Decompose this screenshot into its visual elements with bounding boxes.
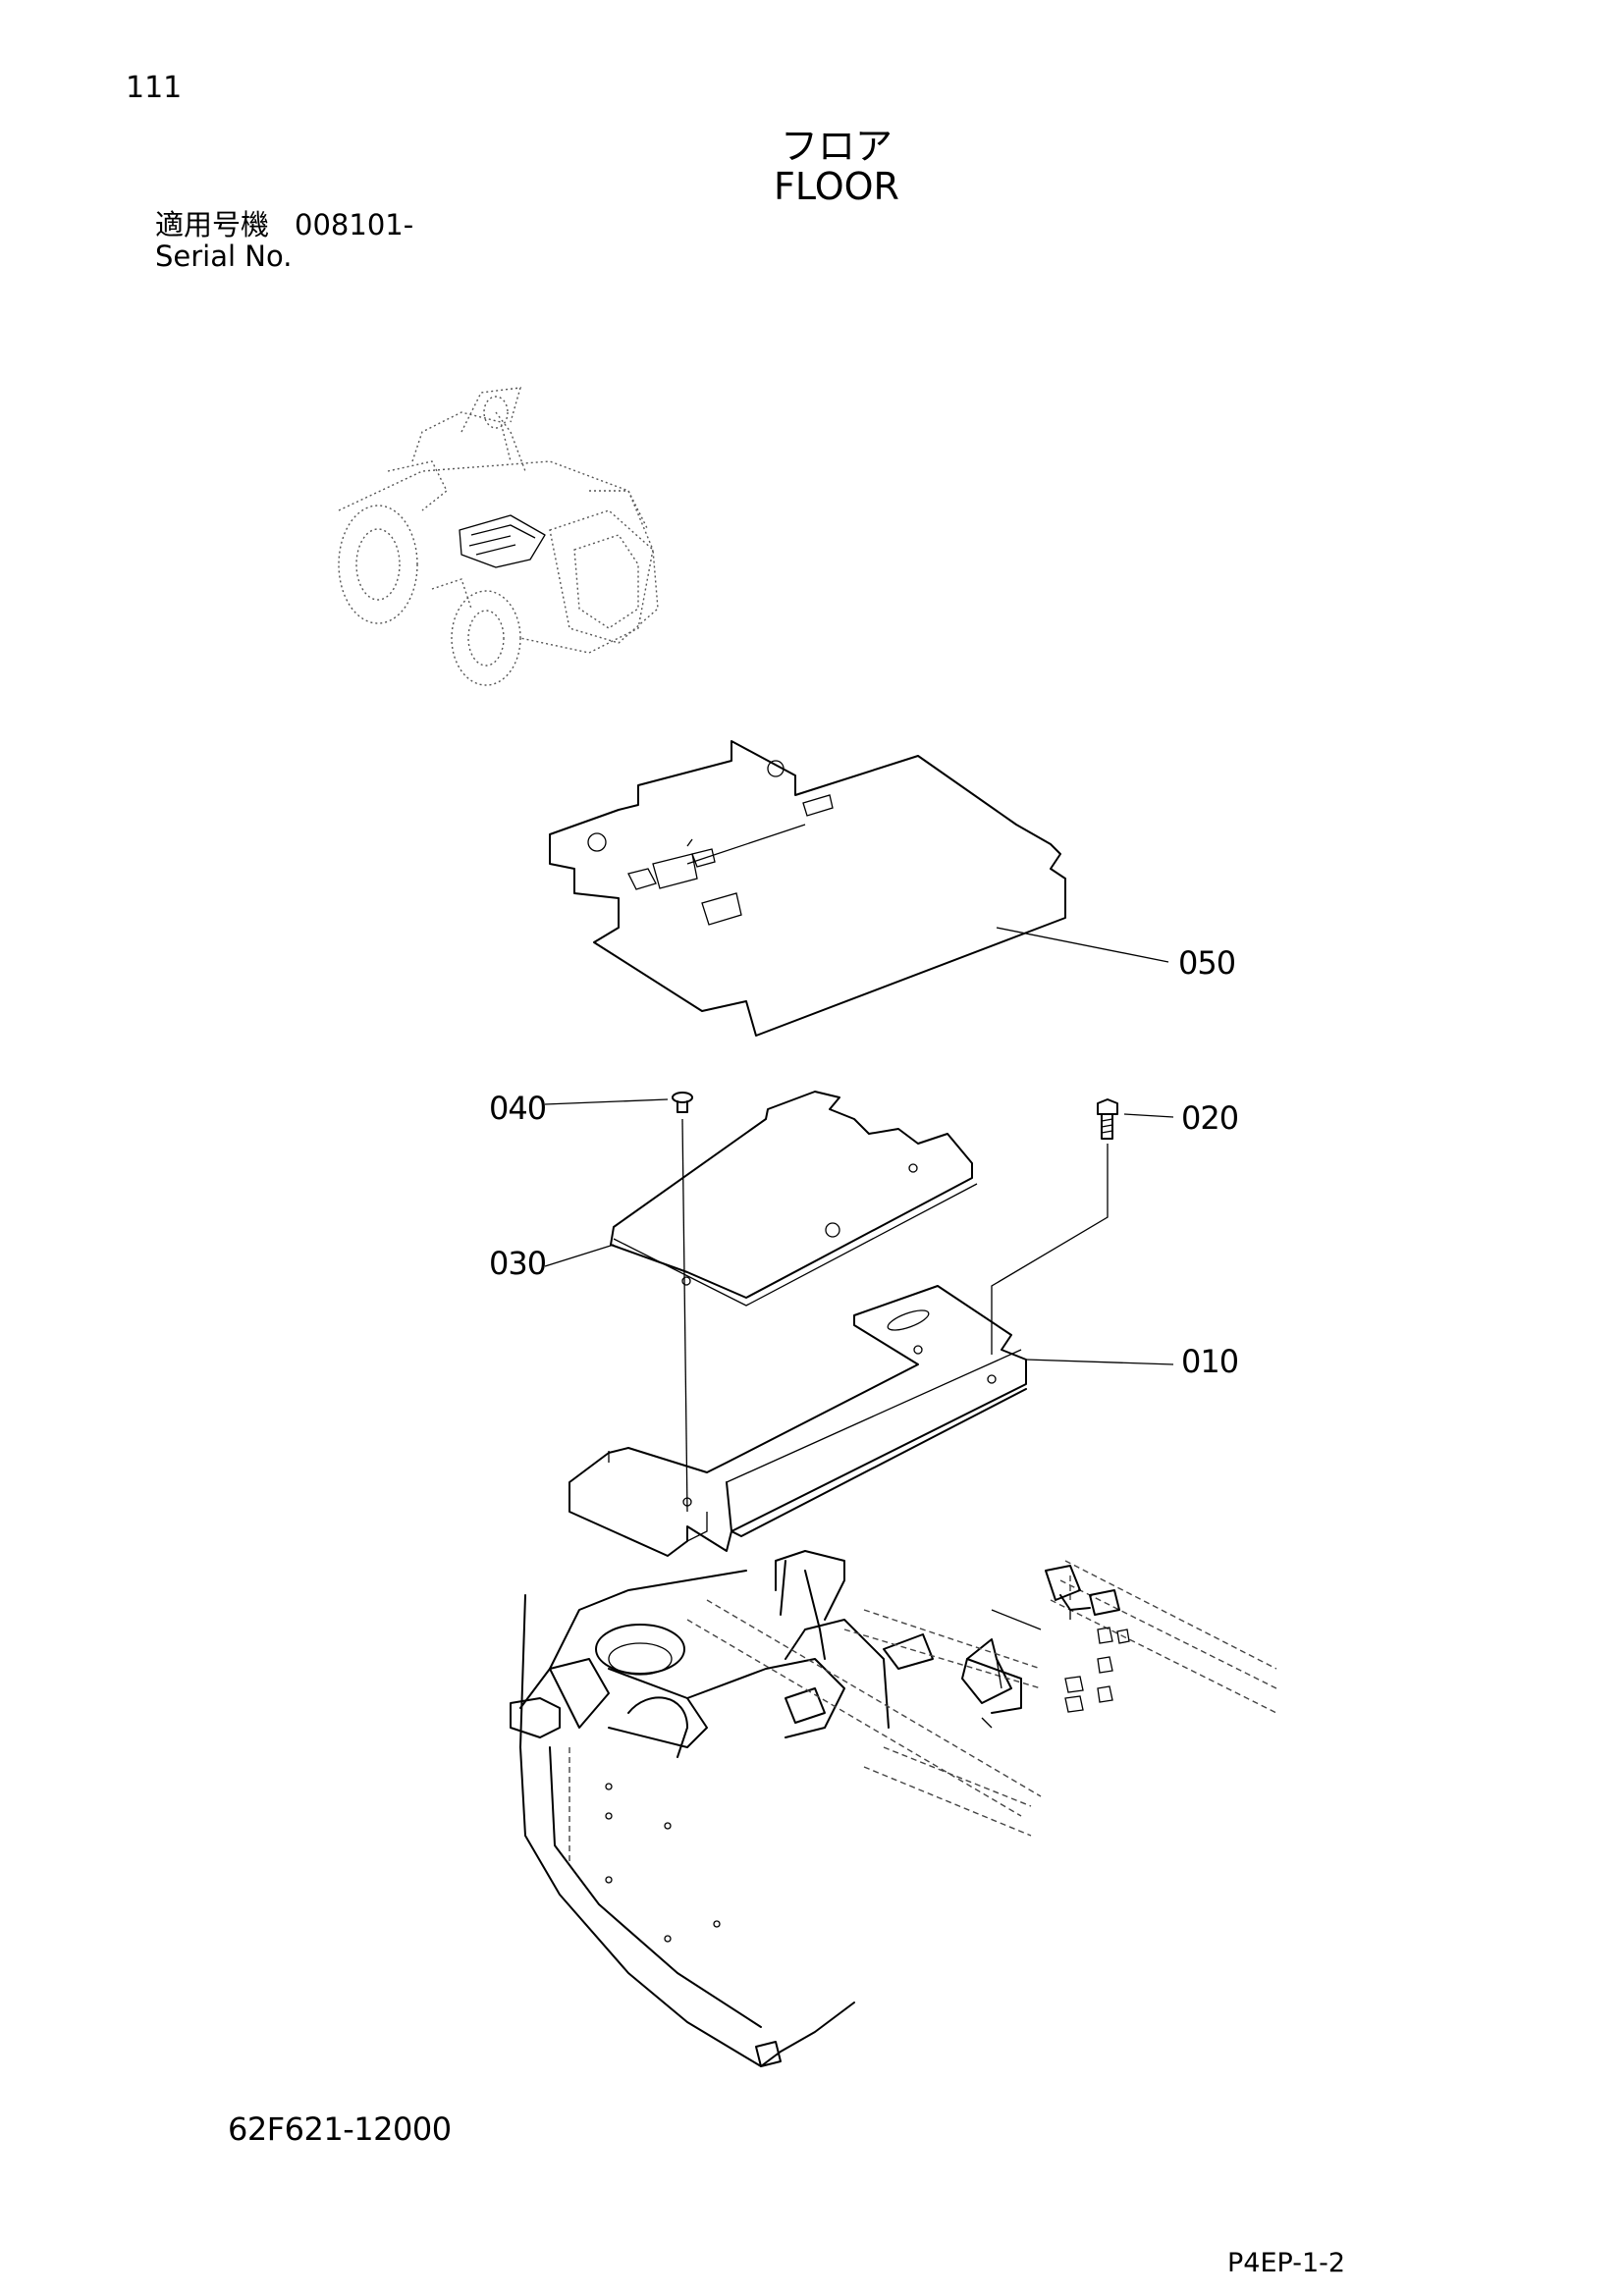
part-020-bolt bbox=[991, 1098, 1174, 1355]
serial-value: 008101- bbox=[295, 208, 414, 241]
page-number: 111 bbox=[126, 71, 183, 105]
part-050-floor-mat bbox=[549, 740, 1169, 1037]
serial-label-jp-text: 適用号機 bbox=[155, 208, 270, 241]
base-frame bbox=[510, 1550, 1277, 2067]
page-title-en: FLOOR bbox=[774, 165, 899, 208]
drawing-number: 62F621-12000 bbox=[228, 2110, 452, 2148]
part-040-screw bbox=[544, 1092, 693, 1513]
callout-030: 030 bbox=[489, 1245, 547, 1282]
callout-050: 050 bbox=[1178, 944, 1236, 982]
page-title-jp: フロア bbox=[780, 125, 893, 168]
page-code: P4EP-1-2 bbox=[1227, 2248, 1346, 2278]
callout-020: 020 bbox=[1181, 1099, 1239, 1137]
callout-010: 010 bbox=[1181, 1343, 1239, 1380]
callout-040: 040 bbox=[489, 1090, 547, 1127]
serial-label-jp: 適用号機 008101- bbox=[155, 202, 413, 243]
part-030-cover-plate bbox=[544, 1091, 978, 1307]
machine-overview-illustration bbox=[338, 387, 659, 686]
part-010-bracket bbox=[568, 1285, 1174, 1557]
serial-label-en: Serial No. bbox=[155, 240, 293, 273]
